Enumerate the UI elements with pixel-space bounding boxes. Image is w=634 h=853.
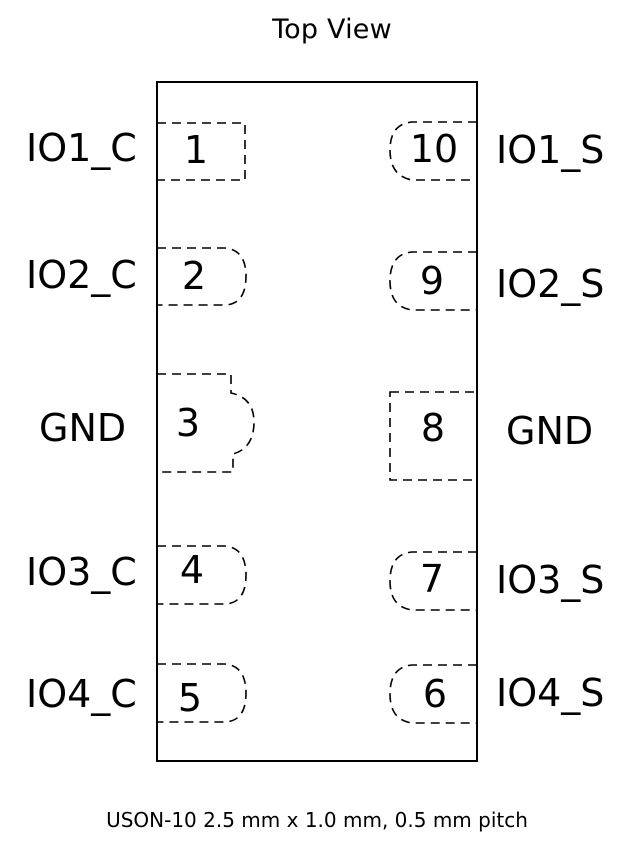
pin-number-4: 4 — [179, 548, 205, 592]
pin-number-5: 5 — [177, 676, 203, 720]
pin-label-7: IO3_S — [496, 558, 605, 602]
pin-label-2: IO2_C — [26, 253, 137, 297]
pin-label-5: IO4_C — [26, 672, 137, 716]
pin-label-9: IO2_S — [496, 262, 605, 306]
package-caption: USON-10 2.5 mm x 1.0 mm, 0.5 mm pitch — [106, 808, 528, 832]
pin-number-1: 1 — [183, 128, 209, 172]
pin-label-8: GND — [506, 409, 594, 453]
pin-label-10: IO1_S — [496, 128, 605, 172]
pin-number-3: 3 — [175, 401, 201, 445]
pin-number-2: 2 — [181, 254, 207, 298]
diagram-title: Top View — [272, 14, 392, 45]
pin-label-3: GND — [39, 406, 127, 450]
pin-number-6: 6 — [422, 672, 448, 716]
pin-number-9: 9 — [419, 259, 445, 303]
pin-label-1: IO1_C — [26, 126, 137, 170]
pin-number-8: 8 — [420, 406, 446, 450]
pin-number-7: 7 — [419, 557, 445, 601]
pin-label-4: IO3_C — [26, 550, 137, 594]
pin-number-10: 10 — [409, 127, 459, 171]
pin-label-6: IO4_S — [496, 671, 605, 715]
